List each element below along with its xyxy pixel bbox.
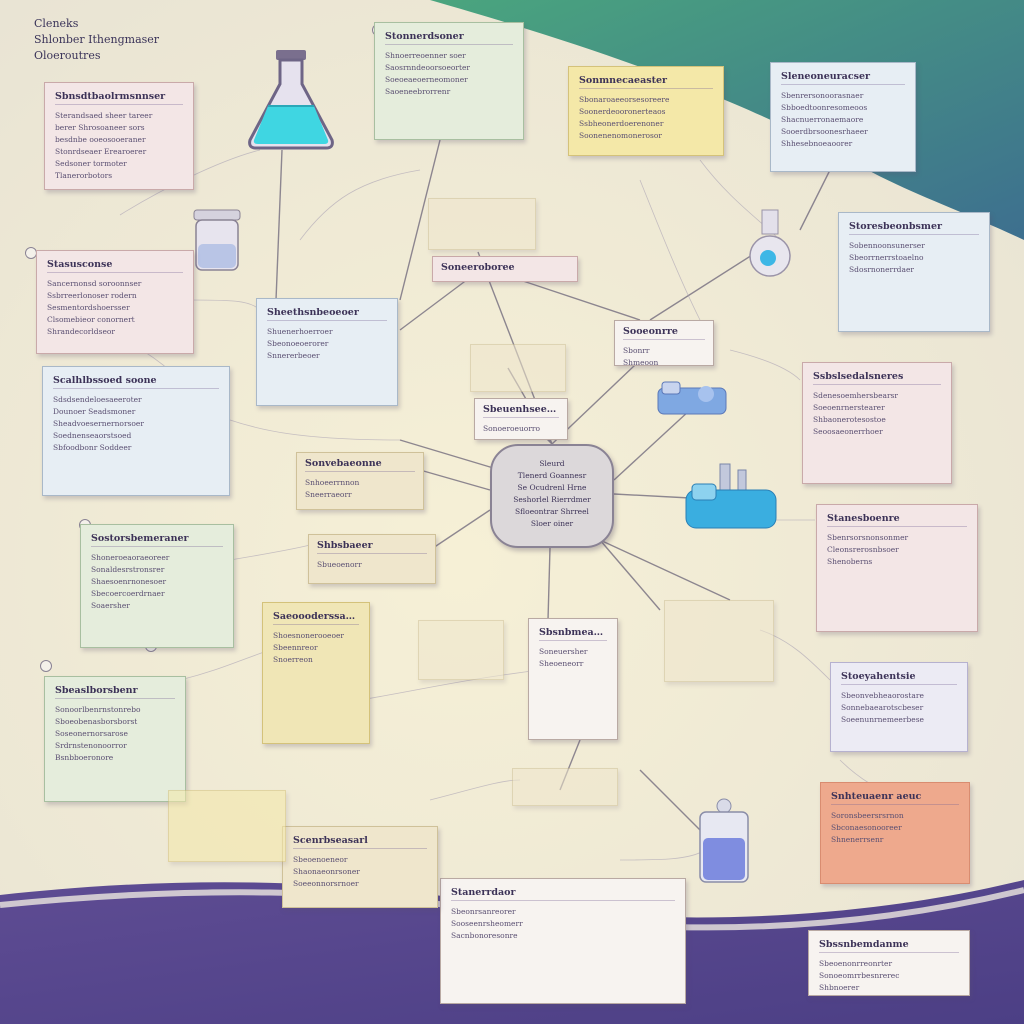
faint-note	[428, 198, 536, 250]
pin-icon	[40, 660, 52, 672]
beaker-set-icon	[685, 463, 777, 529]
faint-note	[664, 600, 774, 682]
header: Cleneks Shlonber Ithengmaser Oloeroutres	[34, 16, 159, 64]
round-flask-icon	[749, 209, 791, 277]
note-card: Shbsbaeer Sbueoenorr	[308, 534, 436, 584]
note-card: Scalhlbssoed soone Sdsdsendeloesaeeroter…	[42, 366, 230, 496]
corner-teal-shape	[430, 0, 1024, 240]
faint-note	[512, 768, 618, 806]
note-card: Sbnsdtbaolrmsnnser Sterandsaed sheer tar…	[44, 82, 194, 190]
beaker-icon	[699, 798, 749, 883]
note-card: Sbeuenhseeon Sonoeroeuorro	[474, 398, 568, 440]
faint-note	[168, 790, 286, 862]
central-hub-node: Sleurd Tlenerd Goannesr Se Ocudrenl Hrne…	[490, 444, 614, 548]
header-line-3: Oloeroutres	[34, 49, 101, 62]
note-card: Soneeroboree	[432, 256, 578, 282]
erlenmeyer-flask-icon	[248, 50, 334, 150]
tray-apparatus-icon	[657, 381, 727, 415]
header-line-1: Cleneks	[34, 17, 79, 30]
faint-note	[418, 620, 504, 680]
jar-icon	[193, 209, 241, 271]
header-line-2: Shlonber Ithengmaser	[34, 33, 160, 46]
faint-note	[470, 344, 566, 392]
